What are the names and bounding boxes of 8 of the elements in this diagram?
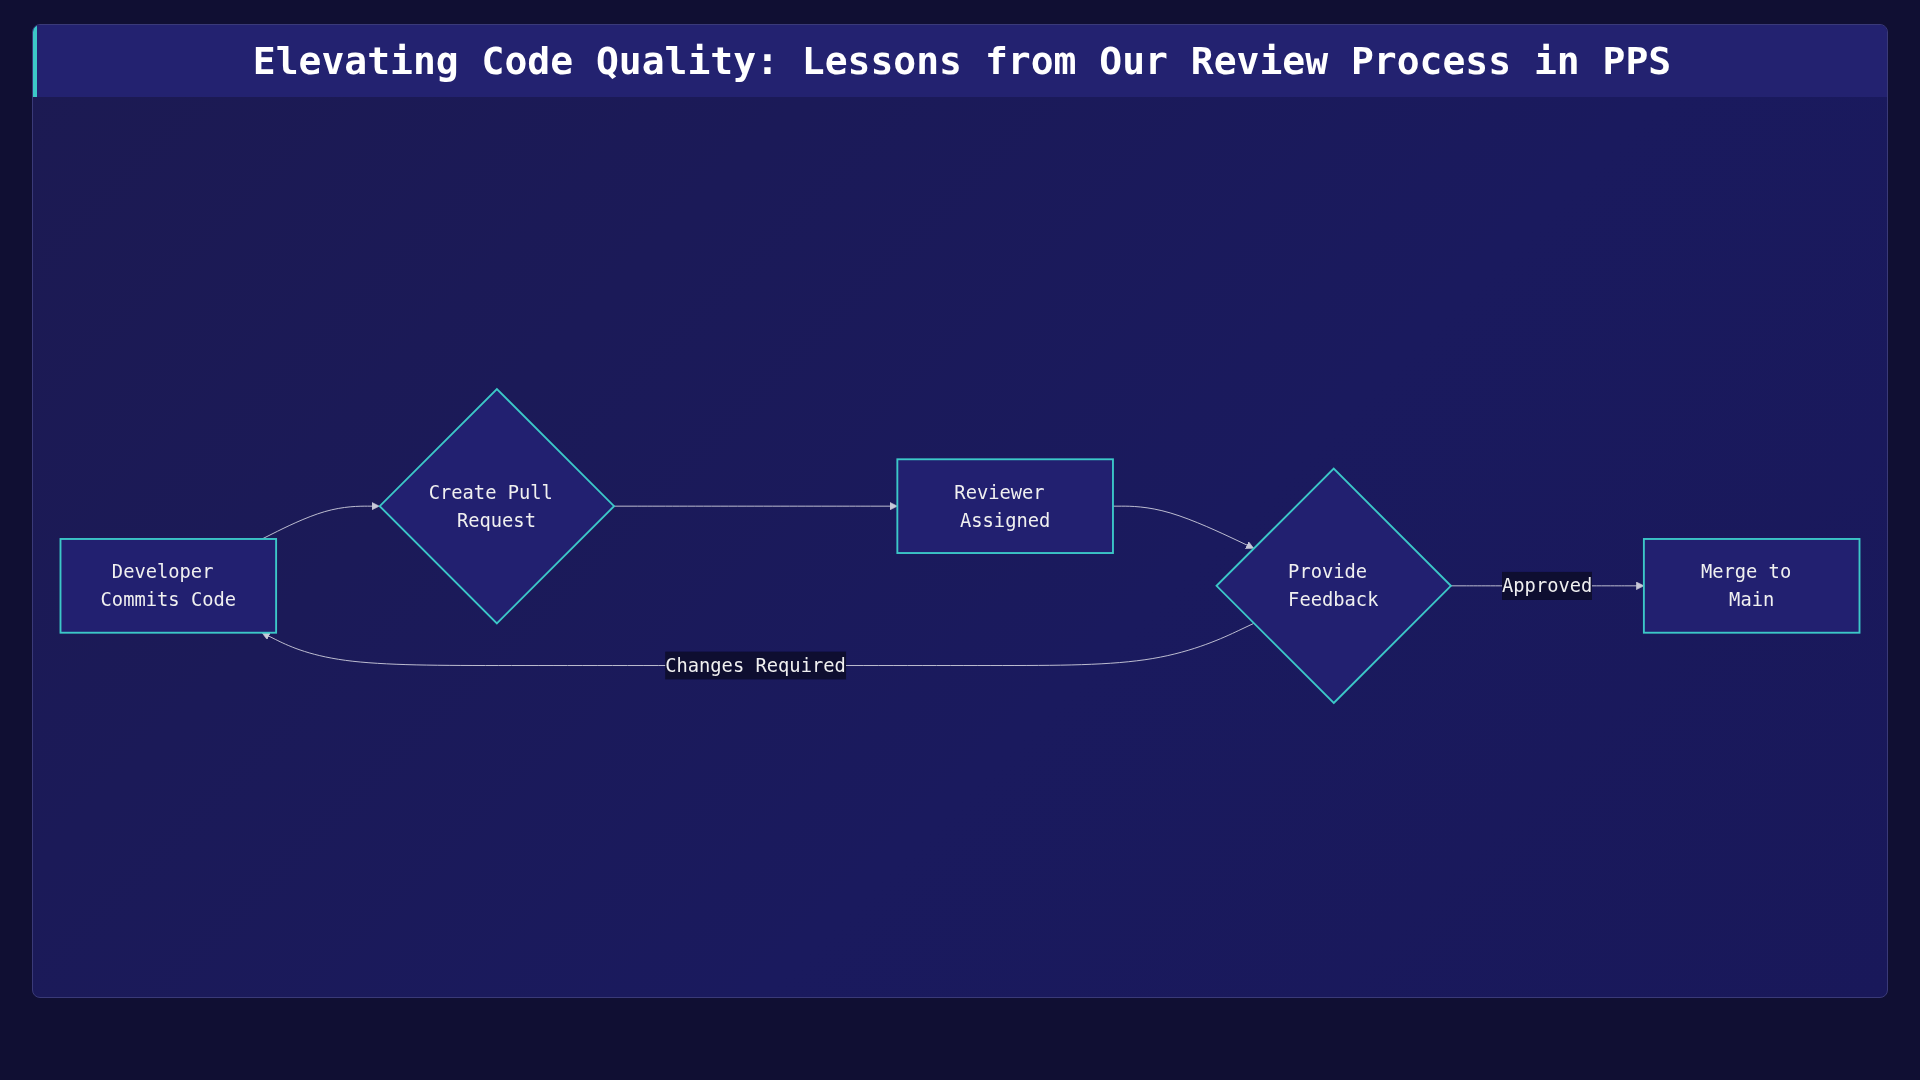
process-box: Reviewer Assigned — [896, 458, 1114, 554]
process-box: Developer Commits Code — [59, 538, 278, 634]
edge-label: Changes Required — [665, 651, 846, 680]
decision-diamond: Create Pull Request — [378, 387, 616, 625]
edge-label: Approved — [1502, 571, 1593, 600]
diagram-title: Elevating Code Quality: Lessons from Our Review Process in PPS — [252, 39, 1672, 83]
process-box: Merge to Main — [1642, 538, 1861, 634]
decision-diamond: Provide Feedback — [1215, 467, 1453, 705]
